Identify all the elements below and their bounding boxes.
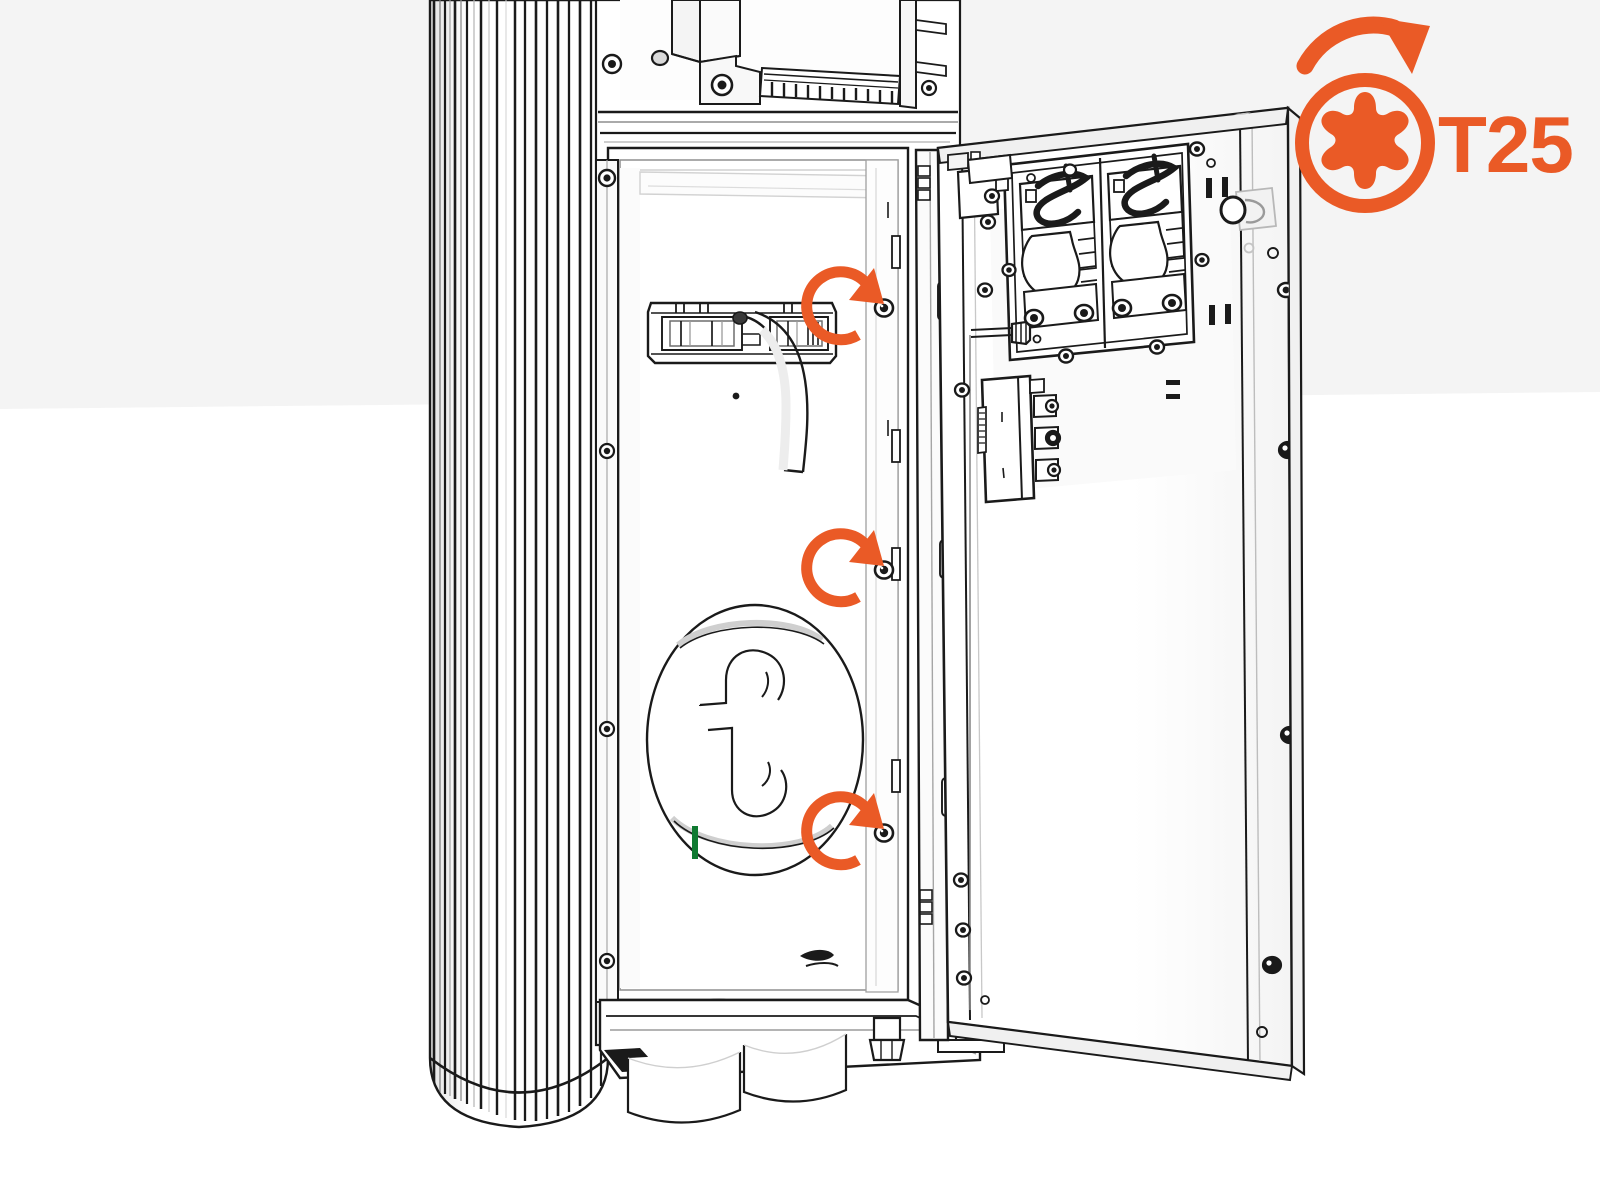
left-stile-fasteners xyxy=(597,168,617,970)
screw-callout-bottom xyxy=(801,791,884,871)
target-screw-middle xyxy=(873,560,895,580)
oval-cable-gland-plate xyxy=(645,603,865,877)
din-rail-clip-pair xyxy=(1166,177,1231,399)
upper-compartment-fasteners xyxy=(601,49,938,97)
terminal-block-module xyxy=(977,374,1062,504)
column-base-ellipse xyxy=(429,1056,609,1094)
torx-star-icon xyxy=(1321,92,1409,189)
torx-ring xyxy=(1295,73,1435,213)
screw-callout-middle xyxy=(801,528,884,608)
target-screws xyxy=(873,298,895,843)
cabinet-door-panel xyxy=(936,105,1306,1082)
door-top-bracket xyxy=(947,152,1014,185)
door-hinge-fasteners xyxy=(952,188,1001,1005)
contactor-pair-assembly xyxy=(991,141,1216,364)
green-alignment-tick xyxy=(692,826,698,859)
contactor-module-right xyxy=(1106,153,1188,320)
leveling-foot xyxy=(868,1016,906,1062)
torx-size-label: T25 xyxy=(1438,100,1574,189)
hinge-knuckles xyxy=(917,165,933,925)
torx-t25-tool-badge xyxy=(1295,16,1435,213)
target-screw-bottom xyxy=(873,823,895,843)
cable-gland-fitting xyxy=(969,320,1042,1010)
target-screw-top xyxy=(873,298,895,318)
louvered-vent-strip xyxy=(758,66,902,106)
bay-interior xyxy=(639,159,901,1008)
charging-cable xyxy=(732,310,809,474)
upper-compartment xyxy=(601,0,947,110)
column-ribs xyxy=(432,0,603,1121)
screw-callouts xyxy=(801,266,884,871)
terminal-tabs xyxy=(1033,393,1062,483)
base-conduit-entries xyxy=(626,1033,848,1124)
screw-callout-top xyxy=(801,266,884,346)
ribbed-pedestal-column xyxy=(428,0,610,1129)
contactor-module-left xyxy=(1018,163,1100,330)
clockwise-arrow-icon xyxy=(1296,16,1430,75)
